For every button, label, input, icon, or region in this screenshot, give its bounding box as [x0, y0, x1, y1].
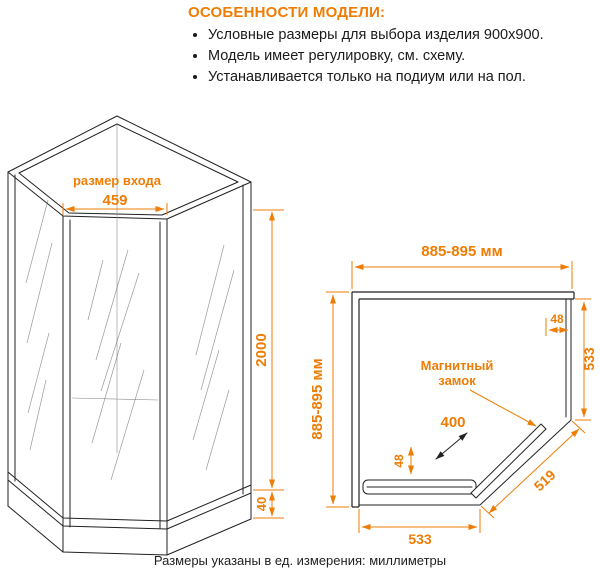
diagonal-extension-lines: [480, 420, 586, 519]
top-frame-outer: [7, 115, 252, 220]
features-title: ОСОБЕННОСТИ МОДЕЛИ:: [188, 4, 386, 21]
entrance-size-label: размер входа: [73, 173, 162, 188]
front-view-drawing: размер входа 459 2000 40: [7, 115, 284, 556]
front-view-dimensions: размер входа 459 2000 40: [62, 173, 284, 519]
right-panel-extension: [575, 298, 591, 421]
tray-bottom-edge: [7, 505, 252, 556]
features-list: Условные размеры для выбора изделия 900x…: [188, 26, 588, 86]
glass-outline: [358, 298, 572, 506]
height-dim: 2000: [253, 333, 270, 366]
feature-item: Устанавливается только на подиум или на …: [208, 68, 588, 86]
glass-hatching: [25, 199, 235, 481]
plan-walls: [351, 291, 575, 508]
entrance-extension-ticks: [62, 203, 168, 215]
units-note: Размеры указаны в ед. измерения: миллиме…: [153, 553, 447, 568]
door-travel-dim: 400: [440, 414, 465, 431]
entrance-width-dim: 459: [102, 192, 127, 209]
wall-lines: [351, 291, 575, 508]
feature-item: Условные размеры для выбора изделия 900x…: [208, 26, 588, 44]
base-height-dim: 40: [254, 497, 269, 511]
height-extension-ticks: [253, 209, 284, 519]
glass-reflection-lines: [25, 199, 235, 481]
bottom-dim: 533: [408, 531, 432, 547]
plan-view-drawing: 885-895 мм 885-895 мм 48 533 519 533 400…: [309, 243, 597, 547]
bottom-frame-outer: [7, 479, 252, 530]
magnetic-lock-label-line2: замок: [438, 373, 476, 388]
top-frame-inner: [18, 123, 239, 216]
feature-item: Модель имеет регулировку, см. схему.: [208, 47, 588, 65]
width-extension-lines: [351, 261, 573, 289]
width-dim: 885-895 мм: [421, 243, 502, 260]
diagonal-dim-line: [488, 428, 580, 514]
vertical-frame-profiles: [7, 171, 252, 530]
bottom-extension-lines: [358, 509, 481, 533]
sliding-direction-arrow: [435, 432, 468, 460]
depth-extension-lines: [326, 291, 349, 508]
magnetic-lock-label-line1: Магнитный: [421, 358, 494, 373]
right-profile-dim: 48: [550, 312, 564, 326]
bottom-frame-inner: [7, 471, 252, 522]
features-block: ОСОБЕННОСТИ МОДЕЛИ: Условные размеры для…: [188, 4, 588, 89]
shower-cabin-outline: [7, 115, 252, 556]
tray-skirt-verticals: [7, 479, 252, 556]
depth-dim: 885-895 мм: [309, 358, 326, 439]
magnet-leader-line: [469, 389, 537, 427]
door-profile-dim: 48: [392, 454, 406, 468]
plan-view-dimensions: 885-895 мм 885-895 мм 48 533 519 533 400…: [309, 243, 597, 547]
right-panel-dim: 533: [581, 347, 597, 371]
